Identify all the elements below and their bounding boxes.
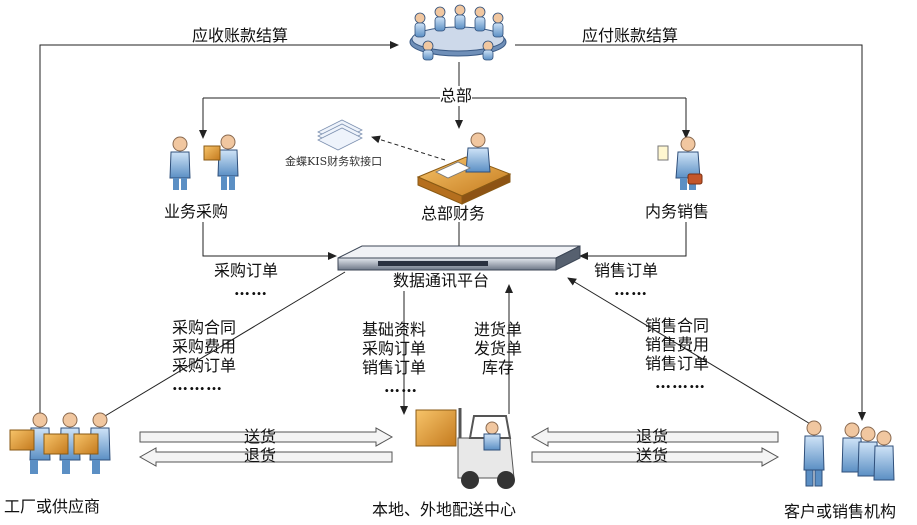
purchasing-label: 业务采购 <box>164 202 229 221</box>
customer-people-icon <box>803 420 895 487</box>
flow-arrows <box>138 427 780 467</box>
receivable-label: 应收账款结算 <box>192 26 289 45</box>
distribution-label: 本地、外地配送中心 <box>372 500 517 519</box>
headquarters-label: 总部 <box>440 86 473 106</box>
list-item: 销售费用 <box>645 335 710 354</box>
sales-dots: …… <box>614 280 648 299</box>
list-item: 采购合同 <box>172 318 237 337</box>
server-icon <box>337 245 581 271</box>
sales-person-icon <box>657 136 703 190</box>
factory-label: 工厂或供应商 <box>4 497 101 516</box>
list-item: 采购费用 <box>172 337 237 356</box>
list-item: 销售订单 <box>645 354 710 373</box>
left-deliver-label: 送货 <box>244 427 277 446</box>
supplier-people-icon <box>9 412 111 474</box>
right-deliver-label: 送货 <box>636 446 669 465</box>
buyer-person-icon <box>169 134 239 190</box>
left-return-arrow <box>138 447 393 467</box>
internal-sales-label: 内务销售 <box>645 202 710 221</box>
right-return-label: 退货 <box>636 427 669 446</box>
right-deliver-arrow <box>531 447 780 467</box>
purchase-order-label: 采购订单 <box>214 261 279 280</box>
left-return-label: 退货 <box>244 446 277 465</box>
kis-interface-label: 金蝶KIS财务软接口 <box>285 155 383 168</box>
right-doc-list: 销售合同 销售费用 销售订单 ……… <box>645 316 709 392</box>
list-item: 采购订单 <box>362 339 427 358</box>
list-item: 发货单 <box>474 339 523 358</box>
document-stack-icon <box>317 119 363 151</box>
center-left-doc-list: 基础资料 采购订单 销售订单 …… <box>362 320 426 396</box>
accountant-desk-icon <box>416 132 512 205</box>
payable-line <box>515 44 866 421</box>
list-item: 进货单 <box>474 320 523 339</box>
purchase-dots: …… <box>234 280 268 299</box>
left-doc-list: 采购合同 采购费用 采购订单 ……… <box>172 318 236 394</box>
hq-finance-label: 总部财务 <box>421 204 486 223</box>
sales-order-label: 销售订单 <box>594 261 659 280</box>
meeting-icon <box>409 4 507 61</box>
payable-label: 应付账款结算 <box>582 26 679 45</box>
left-deliver-arrow <box>139 427 394 447</box>
platform-label: 数据通讯平台 <box>393 271 490 291</box>
right-return-arrow <box>530 427 779 447</box>
list-item: …… <box>384 377 418 396</box>
receivable-line <box>39 41 399 420</box>
list-item: ……… <box>655 373 706 392</box>
customer-label: 客户或销售机构 <box>784 502 897 521</box>
list-item: 销售订单 <box>362 358 427 377</box>
list-item: 基础资料 <box>362 320 427 339</box>
list-item: ……… <box>172 375 223 394</box>
forklift-icon <box>415 408 515 489</box>
list-item: 销售合同 <box>645 316 710 335</box>
list-item: 采购订单 <box>172 356 237 375</box>
center-right-doc-list: 进货单 发货单 库存 <box>474 320 522 377</box>
list-item: 库存 <box>482 358 515 377</box>
connectors <box>39 41 866 426</box>
